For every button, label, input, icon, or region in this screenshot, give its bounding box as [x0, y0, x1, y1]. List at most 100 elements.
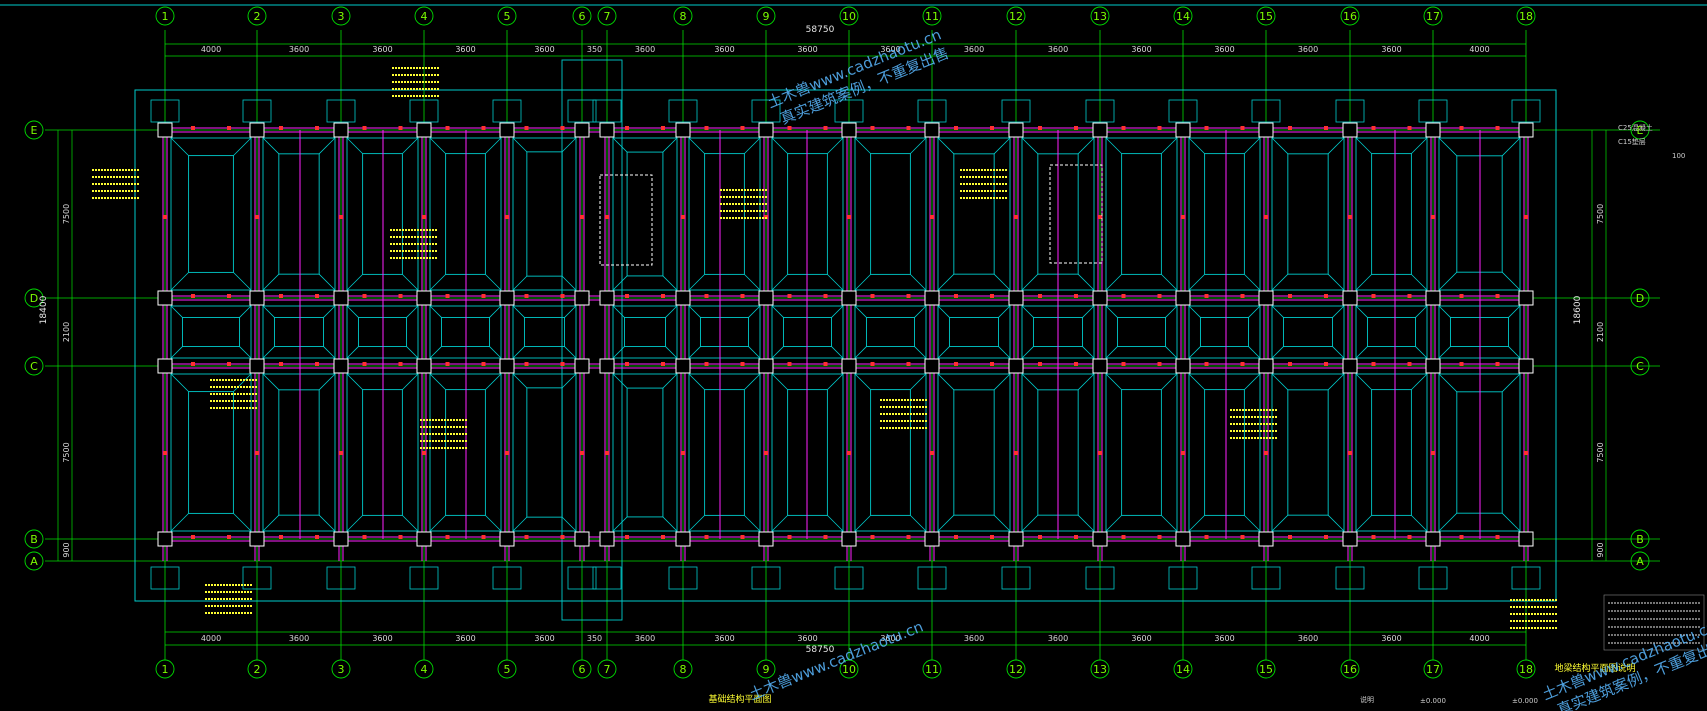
axis-bubble-row-A-left	[24, 551, 44, 571]
pad-2-14-inner	[1199, 316, 1250, 348]
pad-1-11-diag-2	[993, 137, 1011, 155]
pad-3-10-diag-1	[854, 373, 871, 390]
axis-bubble-row-E-left	[24, 120, 44, 140]
foundation-outline	[134, 89, 1557, 602]
axis-bubble-row-D-right	[1630, 288, 1650, 308]
annotations	[92, 67, 1705, 651]
pad-3-15-diag-3	[1271, 514, 1289, 532]
pad-2-5-outer	[512, 305, 577, 359]
rebar-mark-E-11-r	[990, 126, 994, 130]
rebar-mark-D-8-l	[704, 294, 709, 298]
rebar-mark-E-17-r	[1495, 126, 1500, 130]
row-dim-left-4: 900	[62, 542, 71, 557]
column-E-13	[1092, 122, 1108, 138]
column-C-14	[1175, 358, 1191, 374]
column-C-7	[599, 358, 615, 374]
rebar-dot-2-12	[1014, 451, 1018, 455]
axis-label-col-12-bottom: 12	[1009, 663, 1023, 676]
column-B-12	[1008, 531, 1024, 547]
rebar-mark-E-16-r	[1407, 126, 1412, 130]
rebar-dot-1-12	[1014, 215, 1018, 219]
axis-label-col-6-top: 6	[579, 10, 586, 23]
pad-1-11-diag-3	[937, 273, 955, 291]
bay-dim-bottom-17: 4000	[1469, 634, 1489, 643]
edge-notch-bottom-16	[1335, 566, 1365, 590]
column-B-17	[1425, 531, 1441, 547]
pad-1-4-diag-2	[485, 137, 502, 154]
rebar-mark-C-5-l	[524, 362, 529, 366]
axis-label-row-D-right: D	[1636, 292, 1644, 305]
rebar-mark-E-1-r	[227, 126, 231, 130]
pad-2-8-diag-2	[748, 305, 761, 318]
column-E-16	[1342, 122, 1358, 138]
pad-3-2-diag-4	[318, 514, 336, 532]
axis-bubble-col-8-bottom	[673, 659, 693, 679]
pad-2-7-diag-4	[665, 346, 678, 359]
rebar-mark-D-12-l	[1038, 294, 1042, 298]
dimensions: 4000400036003600360036003600360036003600…	[62, 45, 1605, 643]
pad-1-2-outer	[262, 137, 336, 291]
rebar-mark-D-13-r	[1157, 294, 1162, 298]
pad-3-7-inner	[626, 387, 664, 518]
rebar-mark-D-5-l	[524, 294, 529, 298]
pad-1-15-diag-2	[1327, 137, 1345, 155]
pad-1-10-outer	[854, 137, 927, 291]
axis-bubble-col-1-bottom	[155, 659, 175, 679]
pad-2-8-diag-4	[748, 346, 761, 359]
bay-dim-top-10: 3600	[880, 45, 900, 54]
rebar-mark-E-15-r	[1324, 126, 1328, 130]
column-B-6	[574, 531, 590, 547]
pad-3-13-outer	[1105, 373, 1178, 532]
pad-3-3-diag-1	[346, 373, 363, 390]
axis-bubble-col-4-bottom	[414, 659, 434, 679]
pad-1-2-diag-3	[262, 273, 280, 291]
rebar-dot-2-16	[1348, 451, 1352, 455]
pad-3-12-diag-4	[1077, 514, 1095, 532]
rebar-mark-D-1-l	[191, 294, 195, 298]
pad-1-10-diag-3	[854, 274, 871, 291]
shaft-box-1	[599, 174, 653, 266]
pad-1-2-diag-2	[318, 137, 336, 155]
pad-3-9-diag-4	[827, 515, 844, 532]
pad-2-16-diag-2	[1415, 305, 1428, 318]
column-E-6	[574, 122, 590, 138]
pad-1-7-diag-1	[612, 137, 628, 153]
edge-notch-top-11	[917, 99, 947, 123]
row-dim-right-4: 900	[1596, 542, 1605, 557]
pad-2-10-diag-3	[854, 346, 867, 359]
rebar-dot-1-11	[930, 215, 934, 219]
bay-dim-bottom-5: 3600	[534, 634, 554, 643]
axis-label-col-15-top: 15	[1259, 10, 1273, 23]
pad-3-14-diag-1	[1188, 373, 1205, 390]
note-cushion: C15垫层	[1618, 137, 1646, 146]
pad-1-15-diag-4	[1327, 273, 1345, 291]
edge-notch-top-7	[592, 99, 622, 123]
rebar-dot-2-7	[605, 451, 609, 455]
pad-3-14-outer	[1188, 373, 1261, 532]
pad-2-17-diag-2	[1508, 305, 1521, 318]
column-B-9	[758, 531, 774, 547]
pad-1-2-diag-4	[318, 273, 336, 291]
axis-label-col-10-bottom: 10	[842, 663, 856, 676]
column-C-3	[333, 358, 349, 374]
edge-notch-bottom-17	[1418, 566, 1448, 590]
pad-3-15-diag-1	[1271, 373, 1289, 391]
column-B-15	[1258, 531, 1274, 547]
rebar-mark-E-9-l	[787, 126, 792, 130]
pad-3-1-diag-2	[233, 373, 252, 392]
axis-bubble-row-C-right	[1630, 356, 1650, 376]
axis-label-row-B-right: B	[1636, 533, 1644, 546]
axis-label-row-A-left: A	[30, 555, 38, 568]
rebar-mark-D-7-l	[625, 294, 629, 298]
axis-label-col-16-top: 16	[1343, 10, 1357, 23]
column-E-15	[1258, 122, 1274, 138]
pad-1-15-inner	[1287, 153, 1329, 275]
rebar-dot-2-11	[930, 451, 934, 455]
column-C-16	[1342, 358, 1358, 374]
edge-notch-bottom-8	[668, 566, 698, 590]
bay-dim-bottom-7: 3600	[635, 634, 655, 643]
axis-label-col-12-top: 12	[1009, 10, 1023, 23]
pad-3-1-outer	[170, 373, 252, 532]
pad-2-9-diag-4	[831, 346, 844, 359]
pad-1-1-outer	[170, 137, 252, 291]
